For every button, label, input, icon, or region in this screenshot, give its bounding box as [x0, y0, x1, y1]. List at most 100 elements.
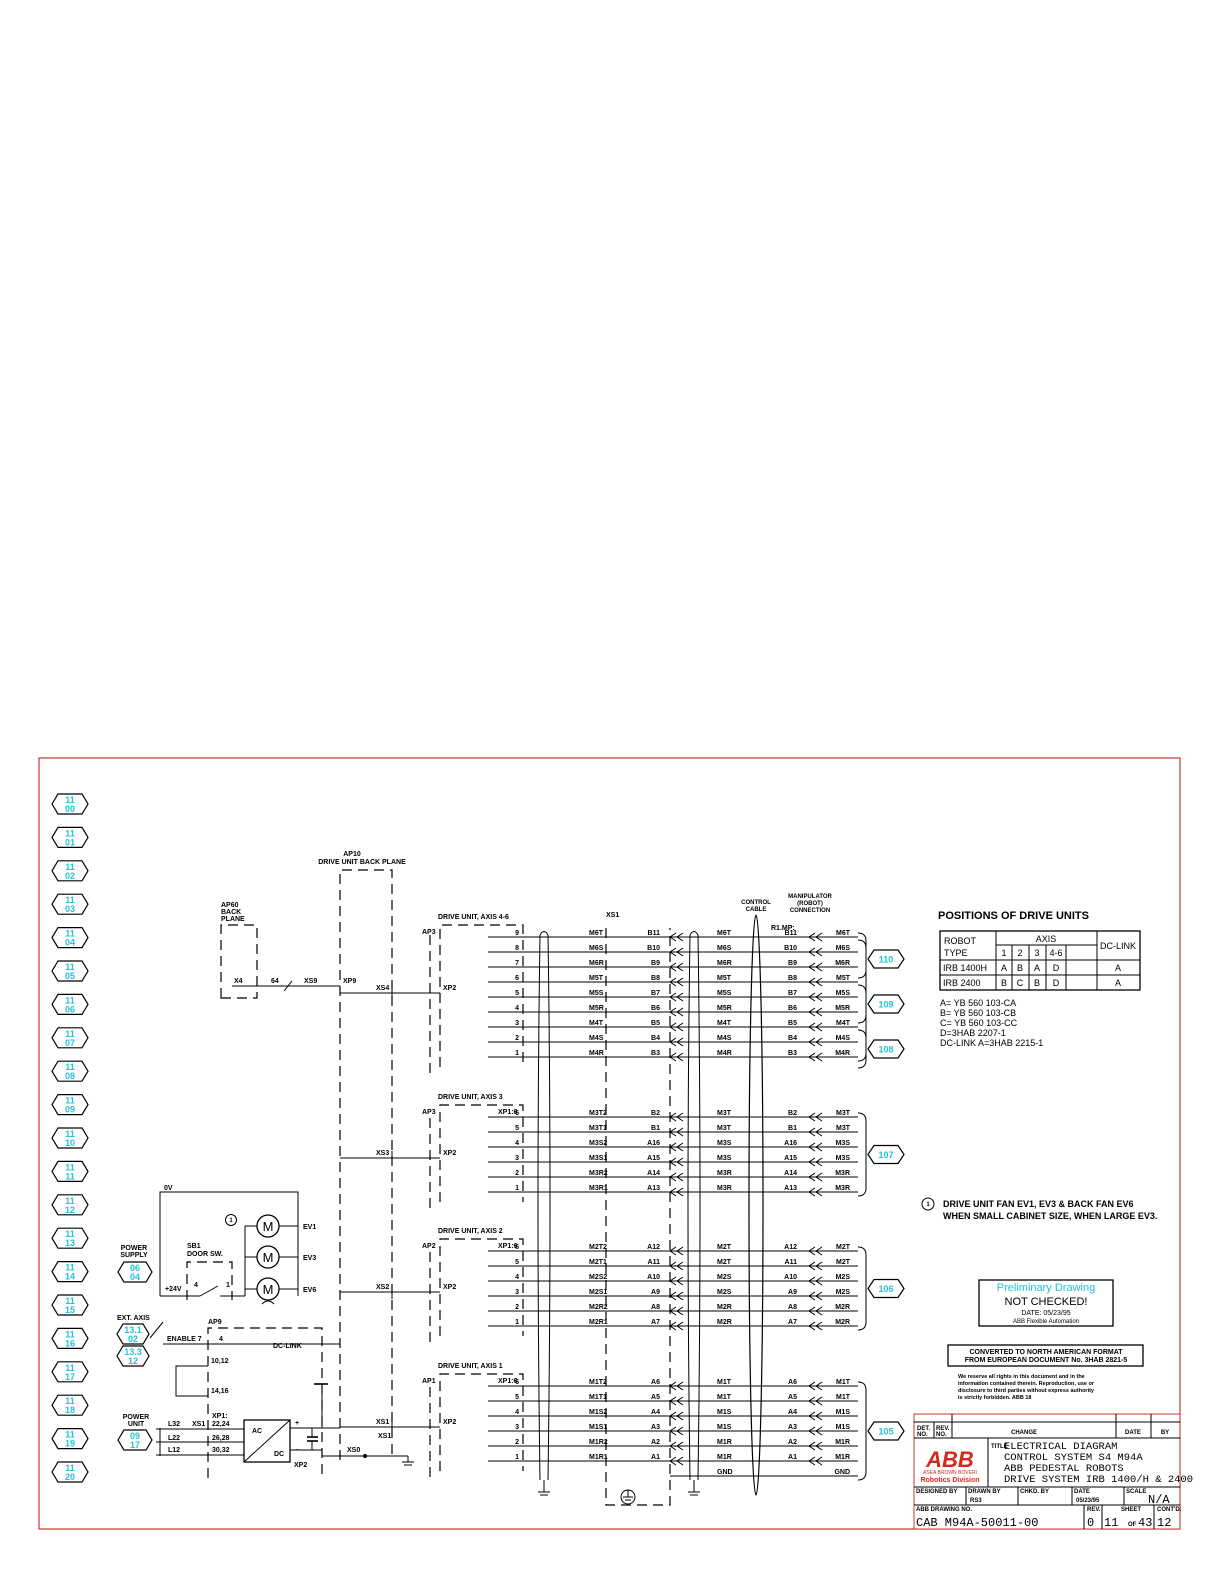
cable-signal: M6R: [717, 960, 732, 967]
connector-arrow: [815, 1037, 823, 1047]
connector-arrow: [676, 1306, 684, 1316]
ev1-label: EV1: [303, 1224, 316, 1231]
connector-arrow: [815, 1052, 823, 1062]
connector-arrow: [808, 1426, 816, 1436]
power-unit-ref: 09 17: [117, 1429, 153, 1451]
signal-name: M1S2: [589, 1409, 607, 1416]
rights-line: disclosure to third parties without expr…: [958, 1388, 1095, 1394]
signal-name: M6S: [589, 945, 604, 952]
positions-cell: C: [1017, 978, 1024, 988]
sb1-label: SB1: [187, 1243, 201, 1250]
positions-axis-col: 2: [1017, 948, 1022, 958]
sheet-ref-bottom: 00: [65, 804, 75, 814]
sheet-ref-top: 11: [65, 929, 75, 939]
group-ref-hexagon: [867, 994, 905, 1014]
sheet-ref-hexagon: [51, 1127, 89, 1149]
group-ref-label: 106: [878, 1284, 893, 1294]
cable-signal: M2S: [717, 1289, 732, 1296]
cable-signal: M3S: [717, 1155, 732, 1162]
connector-arrow: [808, 932, 816, 942]
drawing-no-label: ABB DRAWING NO.: [916, 1507, 972, 1513]
converted-notice: [947, 1344, 1144, 1367]
drive-unit-xp1-label: XP1:6: [498, 1243, 518, 1250]
positions-axis-col: 1: [1001, 948, 1006, 958]
manipulator-signal: M2S: [836, 1289, 851, 1296]
pin-number: 2: [515, 1304, 519, 1311]
fan-motor-ev6-label: M: [263, 1282, 274, 1297]
power-unit-ref-bottom: 17: [130, 1440, 140, 1450]
connector-arrow: [676, 1112, 684, 1122]
ap9-terminal-4: 4: [219, 1336, 223, 1343]
signal-name: M2T2: [589, 1244, 607, 1251]
connector-arrow: [808, 1187, 816, 1197]
sheet-value: 11: [1104, 1516, 1118, 1530]
connector-arrow: [815, 1276, 823, 1286]
sheet-ref-top: 11: [65, 1162, 75, 1172]
sheet-ref-bottom: 03: [65, 904, 75, 914]
drive-unit-xp-label: XP2: [443, 1284, 456, 1291]
xs1-terminal: A5: [651, 1394, 660, 1401]
sheet-ref-top: 11: [65, 828, 75, 838]
xs1-terminal: B10: [647, 945, 660, 952]
connector-arrow: [808, 1157, 816, 1167]
sheet-ref-hexagon: [51, 960, 89, 982]
cable-signal: M6T: [717, 930, 732, 937]
signal-name: M6T: [589, 930, 604, 937]
drive-unit-outline: [439, 1104, 524, 1202]
det-no-label-2: NO.: [917, 1432, 928, 1438]
cable-signal: M1R: [717, 1439, 732, 1446]
signal-name: M1S1: [589, 1424, 607, 1431]
preliminary-line-3: DATE: 05/23/95: [1021, 1310, 1070, 1317]
sheet-ref-hexagon: [51, 793, 89, 815]
sheet-ref-hexagon: [51, 1194, 89, 1216]
connector-arrow: [676, 1411, 684, 1421]
group-ref-hexagon: [867, 1039, 905, 1059]
sheet-ref-hexagon: [51, 1027, 89, 1049]
connector-arrow: [676, 1022, 684, 1032]
sheet-ref-top: 11: [65, 1196, 75, 1206]
connector-arrow: [669, 1381, 677, 1391]
drawing-title-line: DRIVE SYSTEM IRB 1400/H & 2400: [1004, 1474, 1193, 1486]
cable-signal: M4S: [717, 1035, 732, 1042]
xs1-terminal: A4: [651, 1409, 660, 1416]
signal-name: M1R2: [589, 1439, 608, 1446]
ext-axis-ref-2: 13.3 12: [116, 1345, 150, 1367]
positions-legend-line: DC-LINK A=3HAB 2215-1: [940, 1038, 1043, 1048]
xs1-terminal: A8: [651, 1304, 660, 1311]
drive-unit-xs-label: XS1: [376, 1419, 389, 1426]
sheet-ref-top: 11: [65, 1229, 75, 1239]
xs1-terminal: B2: [651, 1110, 660, 1117]
abb-logo-sub-2: Robotics Division: [920, 1477, 979, 1484]
connector-arrow: [669, 1291, 677, 1301]
dc-link-label: DC-LINK: [273, 1343, 302, 1350]
switch-terminal-4: 4: [194, 1282, 198, 1289]
manipulator-signal: M1T: [836, 1394, 851, 1401]
pin-number: 8: [515, 945, 519, 952]
connector-arrow: [815, 1381, 823, 1391]
signal-name: M1T1: [589, 1394, 607, 1401]
robot-terminal: A12: [784, 1244, 797, 1251]
plus-terminal-label: +: [295, 1420, 299, 1427]
sheet-ref-hexagon: [51, 1427, 89, 1450]
connector-arrow: [676, 1007, 684, 1017]
manipulator-signal: M5S: [836, 990, 851, 997]
connector-arrow: [669, 1037, 677, 1047]
axis-4-6-ref-1: 109: [857, 984, 905, 1024]
contd-value: 12: [1157, 1516, 1171, 1530]
connector-arrow: [669, 1157, 677, 1167]
power-supply-label: POWER: [121, 1245, 147, 1252]
checked-by-label: CHKD. BY: [1020, 1489, 1049, 1495]
enable-label: ENABLE 7: [167, 1336, 202, 1343]
drawn-by-value: RS3: [970, 1498, 982, 1504]
group-brace: [857, 1112, 867, 1197]
sheet-ref-hexagon: [51, 893, 89, 915]
connector-arrow: [808, 1261, 816, 1271]
sheet-ref-bottom: 08: [65, 1071, 75, 1081]
power-unit-ref-top: 09: [130, 1431, 140, 1441]
